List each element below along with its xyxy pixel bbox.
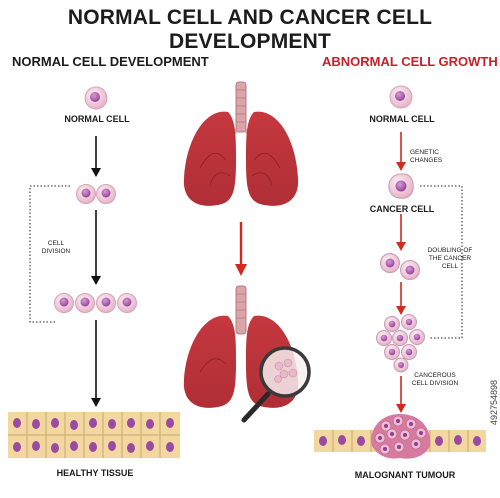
stock-id: 492754898 — [489, 380, 499, 426]
normal-cell-single — [84, 86, 108, 110]
page-title: NORMAL CELL AND CANCER CELL DEVELOPMENT — [67, 6, 433, 53]
label-genetic-changes: GENETIC CHANGES — [410, 149, 443, 164]
label-normal-cell-left: NORMAL CELL — [64, 114, 130, 124]
malignant-tumour — [314, 414, 486, 459]
label-cancerous-line1: CANCEROUS — [414, 372, 456, 379]
healthy-tissue — [8, 412, 180, 458]
label-cell-division: CELL DIVISION — [41, 240, 71, 255]
label-cancerous-line2: CELL DIVISION — [411, 380, 459, 387]
abnormal-bracket — [420, 185, 463, 339]
cell-division-bracket — [29, 185, 70, 323]
label-cancerous-division: CANCEROUS CELL DIVISION — [410, 372, 460, 388]
label-doubling-line2: THE CANCER CELL — [428, 255, 472, 270]
label-doubling-line1: DOUBLING OF — [427, 247, 473, 254]
label-normal-cell-right: NORMAL CELL — [369, 114, 435, 124]
label-malignant-tumour: MALOGNANT TUMOUR — [354, 470, 456, 480]
label-doubling: DOUBLING OF THE CANCER CELL — [424, 247, 476, 271]
normal-development-heading: NORMAL CELL DEVELOPMENT — [12, 54, 209, 69]
dividing-cancer-cells — [376, 314, 425, 373]
cancer-cell — [388, 173, 414, 199]
normal-cell-pair — [76, 184, 116, 204]
healthy-lungs — [183, 81, 299, 206]
normal-cell-right — [389, 85, 413, 109]
doubled-cancer-cells — [380, 253, 420, 280]
magnifying-glass-icon — [241, 346, 311, 423]
label-cancer-cell: CANCER CELL — [369, 204, 435, 214]
label-healthy-tissue: HEALTHY TISSUE — [56, 468, 134, 478]
abnormal-growth-heading: ABNORMAL CELL GROWTH — [322, 54, 498, 69]
diagram-canvas — [8, 81, 486, 459]
normal-cell-row — [54, 293, 137, 313]
